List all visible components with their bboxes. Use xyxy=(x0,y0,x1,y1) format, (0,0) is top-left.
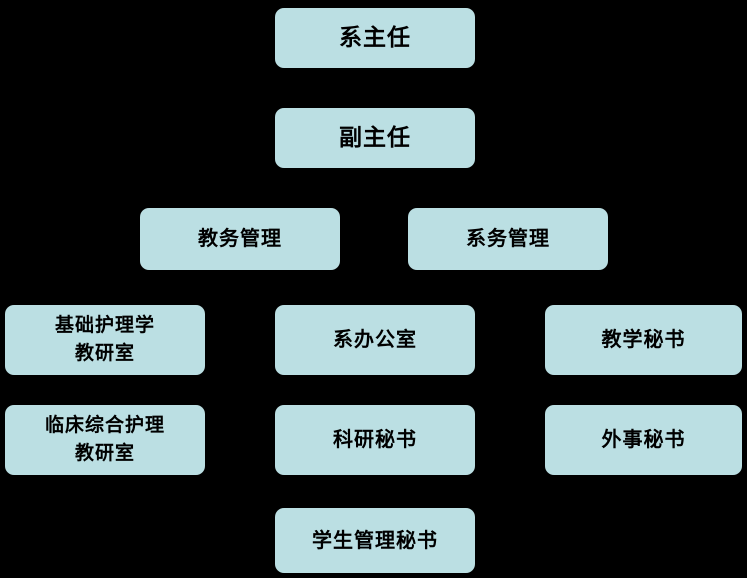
org-node-dept-head[interactable]: 系主任 xyxy=(275,8,475,68)
org-node-department-office[interactable]: 系办公室 xyxy=(275,305,475,375)
org-node-foreign-affairs-secretary[interactable]: 外事秘书 xyxy=(545,405,742,475)
org-node-deputy-head[interactable]: 副主任 xyxy=(275,108,475,168)
org-node-teaching-secretary[interactable]: 教学秘书 xyxy=(545,305,742,375)
org-node-student-management-secretary[interactable]: 学生管理秘书 xyxy=(275,508,475,573)
org-node-clinical-nursing-office[interactable]: 临床综合护理 教研室 xyxy=(5,405,205,475)
org-node-basic-nursing-office[interactable]: 基础护理学 教研室 xyxy=(5,305,205,375)
org-node-department-affairs[interactable]: 系务管理 xyxy=(408,208,608,270)
org-node-academic-affairs[interactable]: 教务管理 xyxy=(140,208,340,270)
org-node-research-secretary[interactable]: 科研秘书 xyxy=(275,405,475,475)
